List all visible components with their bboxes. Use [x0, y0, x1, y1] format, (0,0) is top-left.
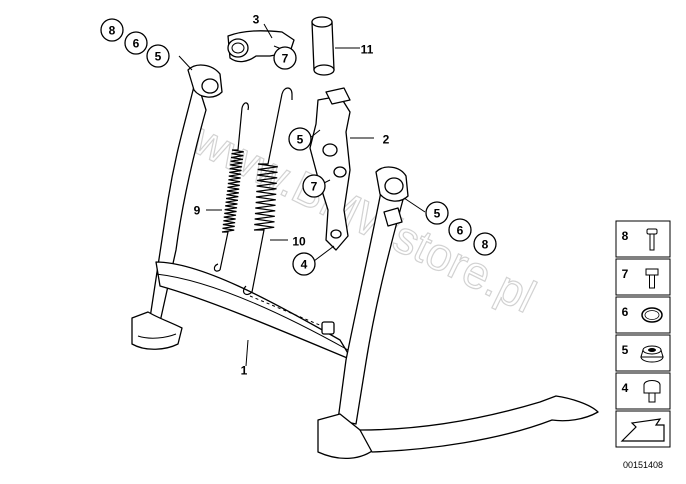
- legend-label: 7: [622, 267, 629, 281]
- legend-label: 4: [622, 381, 629, 395]
- callout-label: 1: [241, 364, 248, 378]
- hex-bolt-icon: [645, 268, 659, 289]
- callout-label: 8: [482, 238, 489, 252]
- spring-9: [213, 102, 249, 272]
- callout-6c: 6: [448, 218, 472, 242]
- stand-right-leg: [337, 175, 405, 425]
- legend-item-5: 5: [615, 334, 671, 372]
- callout-2: 2: [383, 133, 390, 147]
- callout-5c: 5: [425, 201, 449, 225]
- callout-9: 9: [194, 204, 201, 218]
- rubber-bushing-icon: [640, 345, 664, 363]
- spring-10: [242, 87, 293, 296]
- legend-label: 5: [622, 343, 629, 357]
- callout-6a: 6: [124, 31, 148, 55]
- callout-1: 1: [241, 364, 248, 378]
- callout-label: 8: [109, 24, 116, 38]
- callout-layer: 8 6 5 3 7 11 5 2 7 9 10 4 5 6 8 1: [100, 13, 497, 378]
- callout-10: 10: [292, 235, 306, 249]
- stand-foot-lever: [359, 395, 599, 453]
- callout-4: 4: [292, 252, 316, 276]
- legend-item-pack: [615, 410, 671, 448]
- callout-label: 7: [282, 52, 289, 66]
- callout-5b: 5: [288, 127, 312, 151]
- callout-label: 11: [361, 43, 374, 57]
- callout-7a: 7: [273, 46, 297, 70]
- callout-label: 2: [383, 133, 390, 147]
- callout-3: 3: [253, 13, 260, 27]
- diagram-id: 00151408: [623, 460, 663, 470]
- legend-label: 8: [622, 229, 629, 243]
- o-ring-icon: [641, 307, 663, 323]
- callout-label: 6: [457, 224, 464, 238]
- legend-label: 6: [622, 305, 629, 319]
- callout-8a: 8: [100, 18, 124, 42]
- legend-item-7: 7: [615, 258, 671, 296]
- callout-label: 10: [292, 235, 306, 249]
- parts-legend: 8 7 6 5 4: [615, 220, 671, 448]
- leader-lines: [178, 23, 426, 367]
- callout-8c: 8: [473, 232, 497, 256]
- callout-label: 9: [194, 204, 201, 218]
- bracket: [309, 87, 351, 251]
- legend-item-6: 6: [615, 296, 671, 334]
- callout-5a: 5: [146, 44, 170, 68]
- rubber-stop-icon: [643, 380, 661, 403]
- callout-11: 11: [361, 43, 374, 57]
- sleeve-tube: [311, 16, 335, 76]
- callout-label: 5: [155, 50, 162, 64]
- callout-7b: 7: [302, 174, 326, 198]
- legend-item-8: 8: [615, 220, 671, 258]
- callout-label: 5: [297, 133, 304, 147]
- center-stand: [131, 64, 599, 460]
- callout-label: 5: [434, 207, 441, 221]
- stand-pin: [321, 321, 335, 335]
- bolt-icon: [646, 228, 658, 251]
- callout-label: 7: [311, 180, 318, 194]
- callout-label: 3: [253, 13, 260, 27]
- parts-pack-arrow-icon: [620, 418, 665, 442]
- stand-left-foot: [131, 311, 183, 350]
- callout-label: 4: [301, 258, 308, 272]
- legend-item-4: 4: [615, 372, 671, 410]
- callout-label: 6: [133, 37, 140, 51]
- stand-cross-tube: [155, 261, 353, 361]
